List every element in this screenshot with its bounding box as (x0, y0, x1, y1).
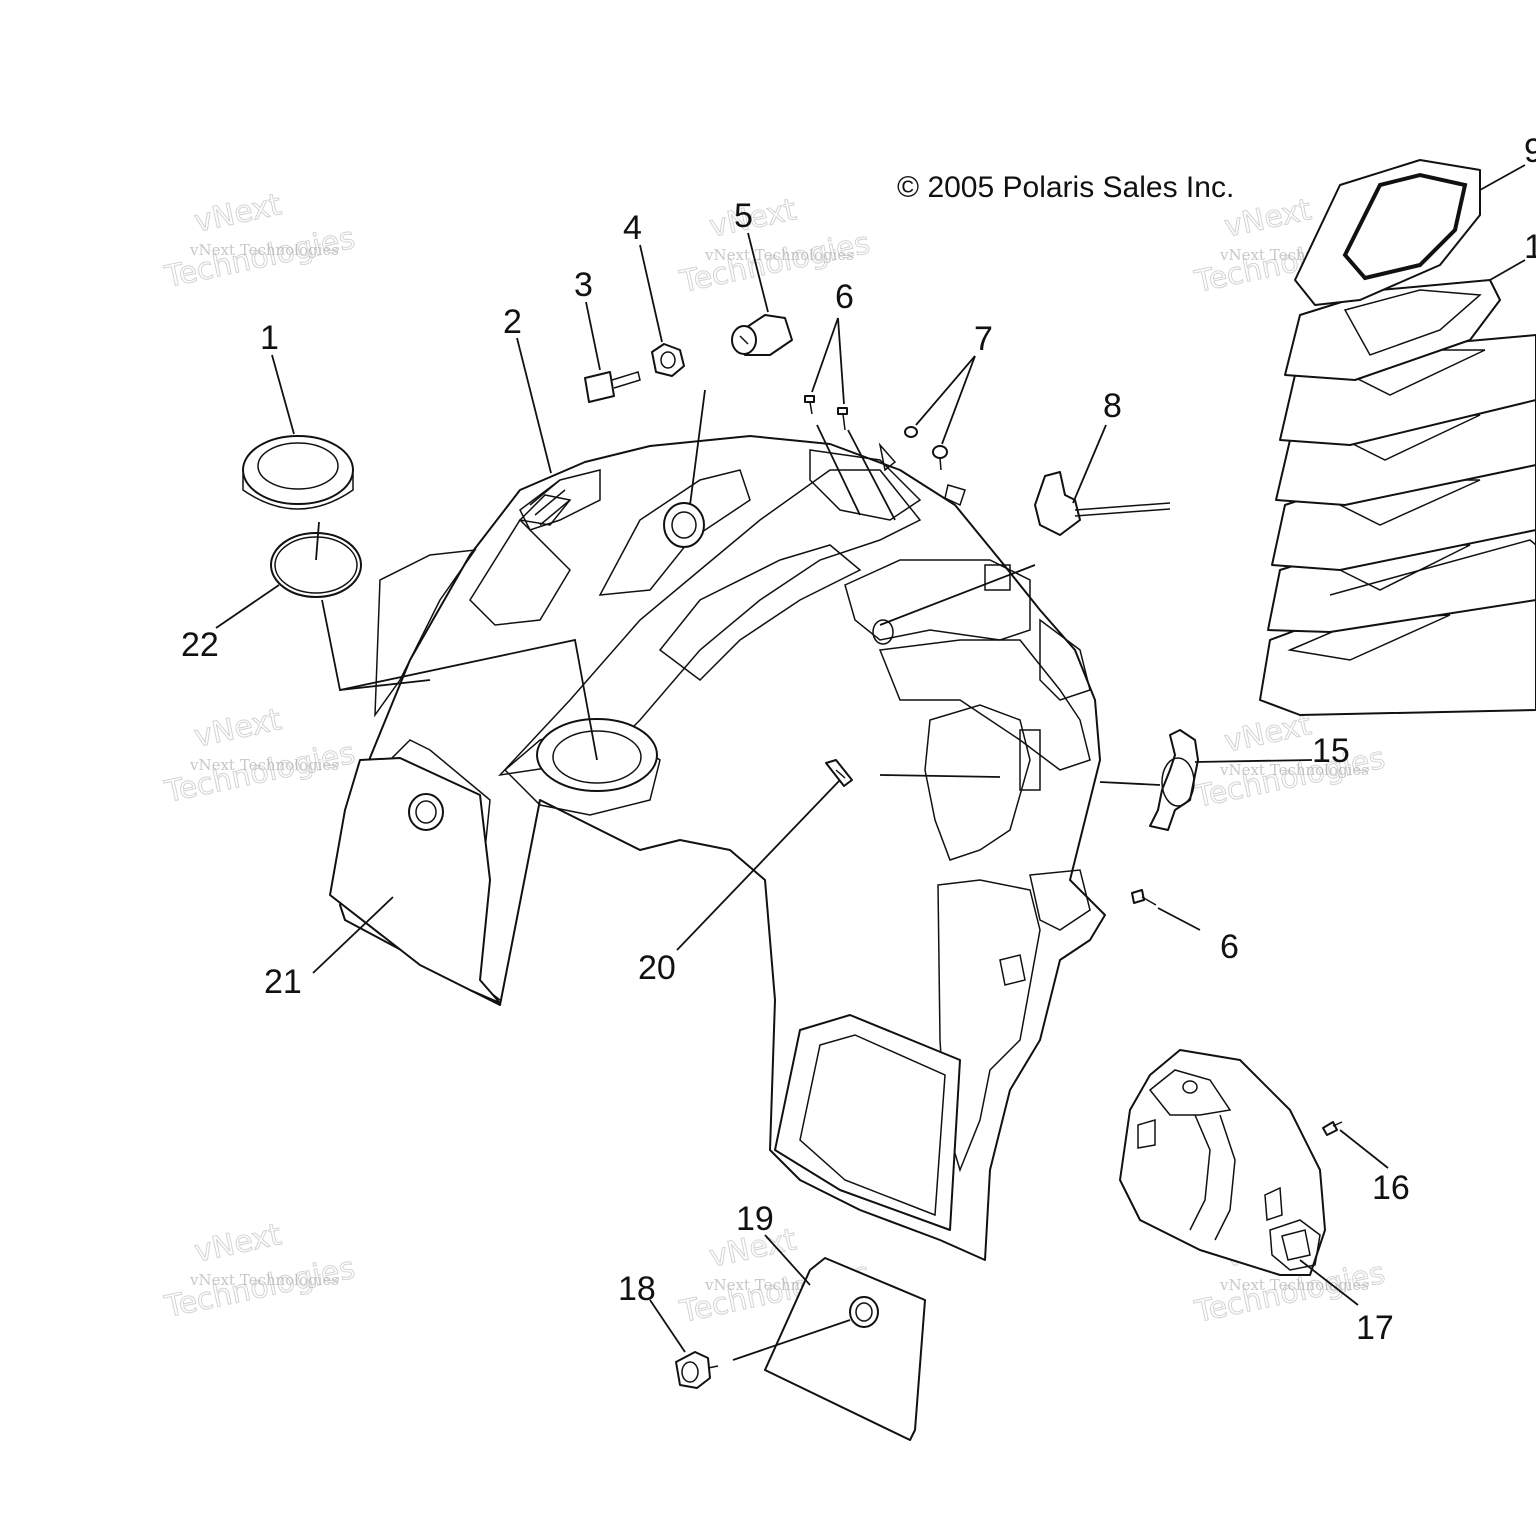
watermark-top-left: vNext vNext Technologies Technologies (161, 187, 359, 296)
watermark-text: vNext (191, 1217, 284, 1270)
callout-7: 7 (974, 320, 993, 358)
pin-part-20 (825, 759, 853, 787)
watermark-text: vNext (191, 187, 284, 240)
copyright-notice: © 2005 Polaris Sales Inc. (897, 171, 1234, 204)
ignition-hole (663, 502, 705, 548)
watermark-text: vNext Technologies (189, 1271, 339, 1289)
callout-6-top: 6 (835, 278, 854, 316)
cover-plate-part-19 (764, 1257, 926, 1441)
callout-22: 22 (181, 626, 219, 664)
screw-part-6-lower (1131, 889, 1157, 906)
lower-panel-part-21 (329, 757, 501, 1004)
callout-3: 3 (574, 266, 593, 304)
screws-part-6 (804, 395, 848, 431)
switch-part-8 (1034, 471, 1171, 536)
callout-2: 2 (503, 303, 522, 341)
callout-16: 16 (1372, 1169, 1410, 1207)
nut-part-4 (651, 343, 685, 377)
watermark-text: vNext Technologies (704, 246, 854, 264)
watermark-text: vNext Technologies (189, 241, 339, 259)
callout-6-lower: 6 (1220, 928, 1239, 966)
console-body (329, 435, 1106, 1261)
callout-4: 4 (623, 209, 642, 247)
cup-holder (536, 718, 658, 792)
watermark-bottom-left: vNext vNext Technologies Technologies (161, 1217, 359, 1326)
screw-part-16 (1322, 1121, 1343, 1136)
callout-1x: 1 (1524, 228, 1536, 266)
leader-lines (215, 164, 1526, 1361)
watermark-text: vNext (191, 702, 284, 755)
callout-1: 1 (260, 319, 279, 357)
callout-15: 15 (1312, 732, 1350, 770)
bracket-part-15 (1149, 729, 1199, 831)
watermark-text: Technologies (161, 221, 358, 296)
watermark-text: Technologies (161, 1251, 358, 1326)
watermark-text: vNext Technologies (189, 756, 339, 774)
housing-part-17 (1119, 1049, 1326, 1276)
watermark-text: vNext Technologies (1219, 761, 1369, 779)
callout-19: 19 (736, 1200, 774, 1238)
watermark-mid-left: vNext vNext Technologies Technologies (161, 702, 359, 811)
watermark-text: vNext Technologies (1219, 1276, 1369, 1294)
ignition-switch-part-5 (731, 314, 793, 356)
fasteners-part-7 (878, 426, 966, 507)
watermark-text: vNext (1221, 192, 1314, 245)
callout-21: 21 (264, 963, 302, 1001)
o-ring-part-22 (270, 532, 362, 598)
key-part-3 (584, 371, 641, 403)
callout-20: 20 (638, 949, 676, 987)
callout-8: 8 (1103, 387, 1122, 425)
watermark-text: Technologies (161, 736, 358, 811)
watermark-text: vNext (706, 192, 799, 245)
knob-part-18 (675, 1351, 719, 1389)
cup-ring-part-1 (242, 435, 354, 510)
callout-18: 18 (618, 1270, 656, 1308)
callout-5: 5 (734, 197, 753, 235)
callout-9: 9 (1524, 132, 1536, 170)
callout-labels: 1 2 3 4 5 6 7 8 9 1 15 6 16 17 18 19 20 … (181, 132, 1536, 1347)
stacked-panels (1259, 159, 1536, 716)
watermark-text: Technologies (1191, 741, 1388, 816)
callout-17: 17 (1356, 1309, 1394, 1347)
